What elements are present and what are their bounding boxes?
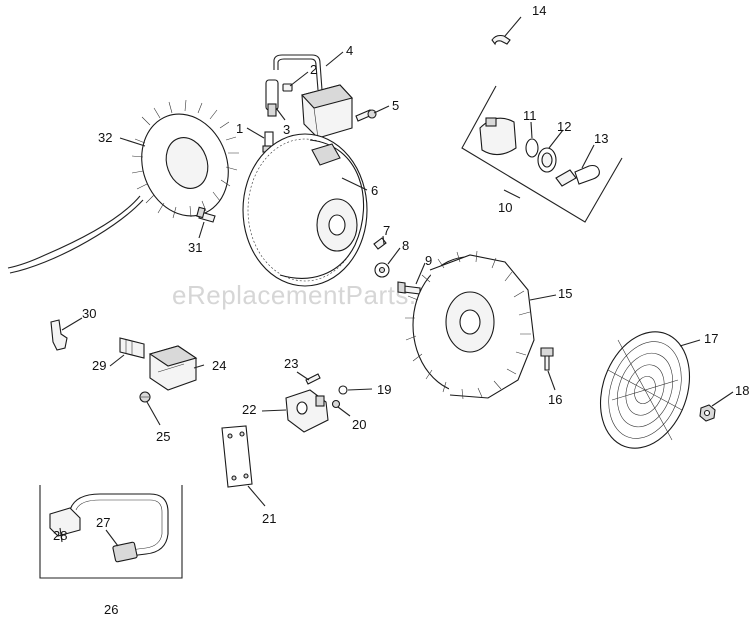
callout-10: 10 [498,200,512,215]
part-key-7 [373,237,387,250]
leader-lines [59,16,734,547]
part-washer-8 [374,262,390,278]
part-washer-19 [338,385,348,395]
callout-7: 7 [383,223,390,238]
callout-26: 26 [104,602,118,617]
part-terminal-29 [119,337,145,359]
callout-27: 27 [96,515,110,530]
part-bracket-22 [285,389,329,433]
callout-6: 6 [371,183,378,198]
callout-32: 32 [98,130,112,145]
callout-20: 20 [352,417,366,432]
part-screw-5 [355,109,377,122]
callout-15: 15 [558,286,572,301]
part-ignition-module [273,54,354,139]
callout-labels: 1 2 3 4 5 6 7 8 9 10 11 12 13 14 15 16 1… [53,3,749,617]
part-flywheel [242,133,368,287]
part-rectifier [148,345,198,391]
callout-13: 13 [594,131,608,146]
callout-17: 17 [704,331,718,346]
callout-30: 30 [82,306,96,321]
callout-28: 28 [53,528,67,543]
callout-24: 24 [212,358,226,373]
part-screw-25 [139,391,151,403]
callout-29: 29 [92,358,106,373]
part-key-switch-group [461,85,623,223]
callout-14: 14 [532,3,546,18]
part-bolt-9 [397,281,421,295]
callout-5: 5 [392,98,399,113]
part-fan [405,250,535,400]
part-screw-16 [540,347,554,371]
part-spark-plug-boot [265,79,279,117]
callout-12: 12 [557,119,571,134]
callout-31: 31 [188,240,202,255]
callout-4: 4 [346,43,353,58]
part-harness-group [39,485,183,579]
callout-9: 9 [425,253,432,268]
callout-18: 18 [735,383,749,398]
part-stator [7,99,239,274]
part-clip-14 [491,34,511,46]
part-clip-2 [282,83,293,92]
callout-21: 21 [262,511,276,526]
callout-23: 23 [284,356,298,371]
part-screen [599,331,691,449]
part-bolt-31 [196,206,216,223]
callout-8: 8 [402,238,409,253]
callout-16: 16 [548,392,562,407]
callout-25: 25 [156,429,170,444]
callout-19: 19 [377,382,391,397]
callout-22: 22 [242,402,256,417]
part-nut-18 [699,404,716,422]
callout-11: 11 [523,108,537,123]
part-clip-20 [331,399,341,409]
callout-3: 3 [283,122,290,137]
callout-2: 2 [310,62,317,77]
part-plate-21 [221,425,253,488]
part-bracket-30 [50,319,68,351]
callout-1: 1 [236,121,243,136]
part-pin-23 [305,373,321,385]
